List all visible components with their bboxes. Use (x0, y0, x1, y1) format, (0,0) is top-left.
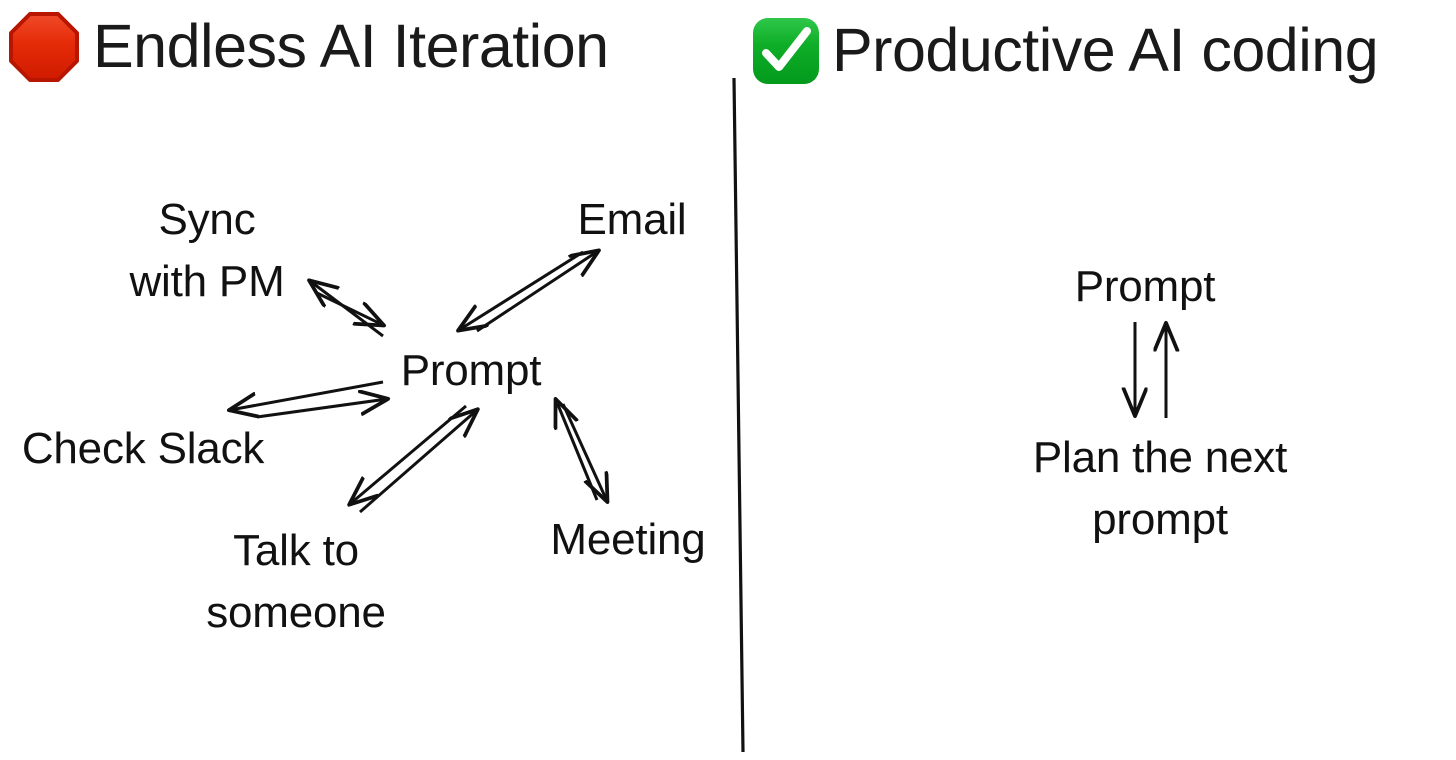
node-talk-to-someone: Talk to someone (206, 520, 386, 644)
node-line: Email (577, 195, 687, 244)
node-plan-the-next-prompt: Plan the next prompt (1033, 427, 1287, 551)
node-line: Prompt (400, 346, 542, 395)
node-line: Sync (158, 195, 256, 244)
node-line: Check Slack (21, 424, 265, 473)
node-line: Prompt (1074, 262, 1216, 311)
node-line: prompt (1092, 495, 1228, 544)
node-prompt-right: Prompt (1075, 256, 1216, 318)
node-line: with PM (129, 257, 285, 306)
node-line: someone (206, 588, 386, 637)
node-line: Meeting (550, 515, 706, 564)
stop-sign-octagon-icon (9, 12, 79, 82)
node-line: Talk to (233, 526, 359, 575)
node-sync-with-pm: Sync with PM (129, 189, 284, 313)
edge-prompt-slack (230, 380, 387, 419)
node-meeting: Meeting (550, 509, 705, 571)
node-line: Plan the next (1032, 433, 1288, 482)
node-email: Email (577, 189, 686, 251)
right-panel-title: Productive AI coding (832, 16, 1379, 84)
edge-prompt-sync (310, 281, 383, 338)
edge-prompt-email (459, 251, 598, 331)
white-check-mark-icon (753, 18, 819, 84)
left-panel-title: Endless AI Iteration (93, 12, 609, 80)
node-check-slack: Check Slack (21, 418, 265, 480)
node-prompt-hub: Prompt (401, 340, 542, 402)
edge-prompt-talk (350, 404, 477, 514)
edge-prompt-meeting (556, 400, 607, 501)
